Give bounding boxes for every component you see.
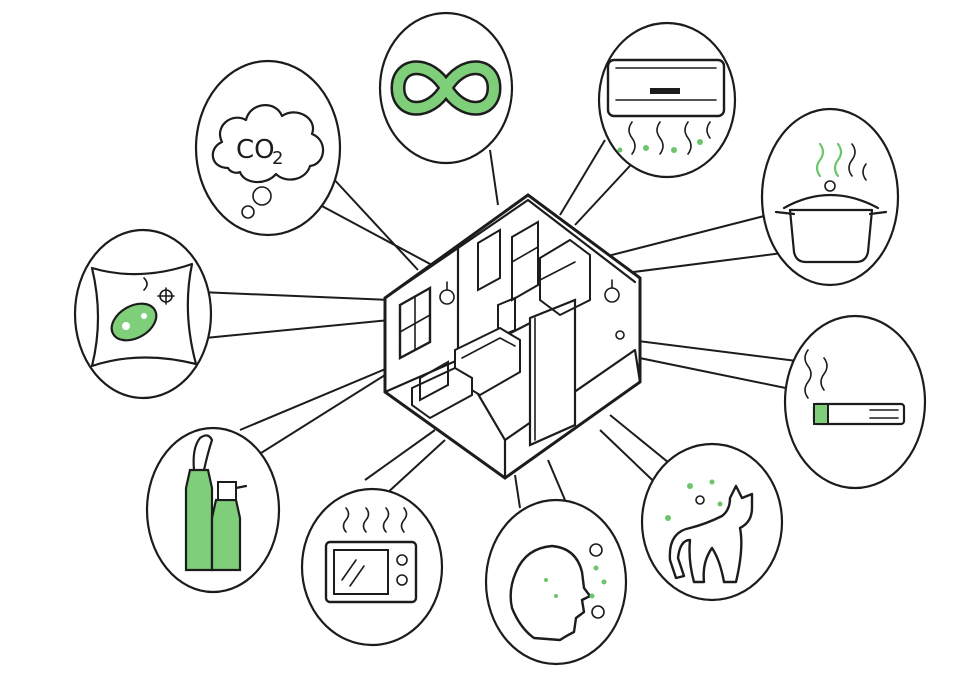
breath-bubble	[484, 498, 628, 666]
co2-subscript: 2	[272, 148, 283, 169]
microwave-bubble	[300, 487, 444, 647]
air-conditioner-icon	[606, 58, 726, 155]
infinity-bubble	[378, 11, 514, 165]
cigarette-icon	[804, 349, 906, 426]
cooking-bubble	[760, 107, 900, 287]
cat-bubble	[640, 442, 784, 602]
co2-bubble: CO 2	[194, 59, 342, 237]
cleaning-bubble	[145, 426, 281, 594]
pillow-bacteria-icon	[90, 262, 198, 368]
connector-lines	[199, 139, 806, 509]
pillow-bubble	[73, 228, 213, 400]
cigarette-bubble	[783, 314, 927, 490]
human-breath-icon	[509, 543, 607, 642]
house-cutaway-icon	[383, 193, 642, 480]
co2-label: CO	[236, 135, 275, 165]
co2-cloud-icon: CO 2	[211, 104, 325, 219]
cleaning-spray-icon	[184, 434, 248, 572]
cooking-pot-icon	[774, 142, 888, 264]
microwave-icon	[324, 507, 418, 604]
ac-bubble	[597, 21, 737, 179]
cat-icon	[665, 479, 754, 584]
